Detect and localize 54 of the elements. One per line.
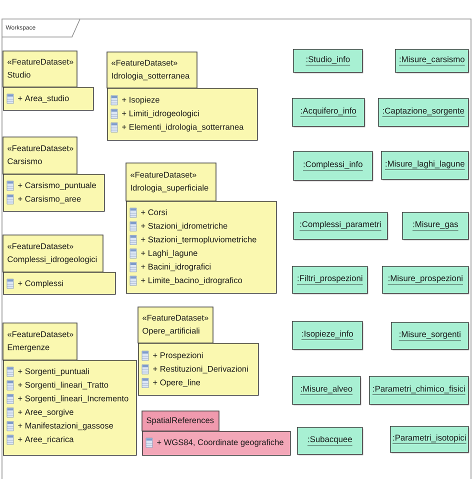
feature-class-item: + Laghi_lagune	[141, 250, 198, 258]
feature-class-item: + Aree_sorgive	[18, 408, 74, 417]
feature-class-item: + Stazioni_idrometriche	[141, 222, 228, 230]
stereotype-label: «FeatureDataset»	[8, 58, 74, 65]
stereotype-label: «FeatureDataset»	[142, 314, 208, 321]
feature-class-item: + Restituzioni_Derivazioni	[153, 366, 248, 374]
stereotype-label: «FeatureDataset»	[112, 60, 178, 66]
stereotype-label: «FeatureDataset»	[8, 145, 74, 152]
object-box: :Captazione_sorgente	[378, 98, 470, 128]
object-box: :Complessi_parametri	[293, 212, 388, 240]
object-box: :Misure_prospezioni	[382, 266, 470, 294]
object-box: :Acquifero_info	[292, 98, 366, 128]
feature-class-item: + Sorgenti_puntuali	[18, 368, 89, 376]
feature-class-item: + Complessi	[18, 280, 64, 288]
object-box: :Misure_gas	[402, 212, 470, 240]
feature-class-item: + Limite_bacino_idrografico	[141, 277, 242, 285]
object-box: :Filtri_prospezioni	[292, 266, 368, 294]
feature-class-item: + Prospezioni	[153, 352, 203, 360]
package-name: SpatialReferences	[146, 417, 214, 425]
package-name: Emergenze	[8, 344, 50, 352]
stereotype-label: «FeatureDataset»	[8, 243, 74, 250]
object-box: :Complessi_info	[293, 151, 374, 182]
feature-class-item: + Sorgenti_lineari_Incremento	[18, 395, 128, 404]
feature-class-item: + Corsi	[141, 209, 167, 216]
package-name: Carsismo	[8, 158, 42, 164]
feature-class-item: + Elementi_idrologia_sotterranea	[122, 124, 244, 132]
object-box: :Misure_carsismo	[395, 49, 470, 74]
object-box: :Parametri_chimico_fisici	[369, 376, 470, 406]
feature-class-item: + Bacini_idrografici	[141, 264, 210, 272]
feature-class-item: + Limiti_idrogeologici	[122, 110, 199, 118]
package-name: Idrologia_sotterranea	[112, 72, 190, 80]
object-box: :Studio_info	[293, 49, 364, 74]
package-name: Complessi_idrogeologici	[8, 256, 97, 264]
feature-class-item: + Carsismo_puntuale	[18, 182, 96, 190]
package-name: Idrologia_superficiale	[130, 184, 208, 192]
object-box: :Misure_alveo	[292, 376, 362, 406]
package-name: Opere_artificiali	[142, 328, 200, 336]
feature-class-item: + Sorgenti_lineari_Tratto	[18, 382, 108, 390]
object-box: :Parametri_isotopici	[390, 426, 470, 454]
object-box: :Misure_sorgenti	[391, 322, 470, 350]
package-name: Studio	[8, 72, 30, 78]
stereotype-label: «FeatureDataset»	[8, 331, 74, 338]
feature-class-item: + Manifestazioni_gassose	[18, 422, 114, 430]
feature-class-item: + Area_studio	[18, 95, 69, 103]
feature-class-item: + Isopieze	[122, 96, 160, 104]
feature-class-item: + Carsismo_aree	[18, 196, 81, 204]
feature-class-item: + Stazioni_termopluviometriche	[141, 236, 256, 244]
feature-class-item: + WGS84, Coordinate geografiche	[157, 439, 284, 447]
object-box: :Subacquee	[297, 427, 364, 456]
stereotype-label: «FeatureDataset»	[130, 172, 196, 178]
feature-class-item: + Opere_line	[153, 379, 200, 388]
feature-class-item: + Aree_ricarica	[18, 436, 74, 444]
object-box: :Misure_laghi_lagune	[381, 151, 470, 180]
object-box: :Isopieze_info	[292, 321, 364, 350]
